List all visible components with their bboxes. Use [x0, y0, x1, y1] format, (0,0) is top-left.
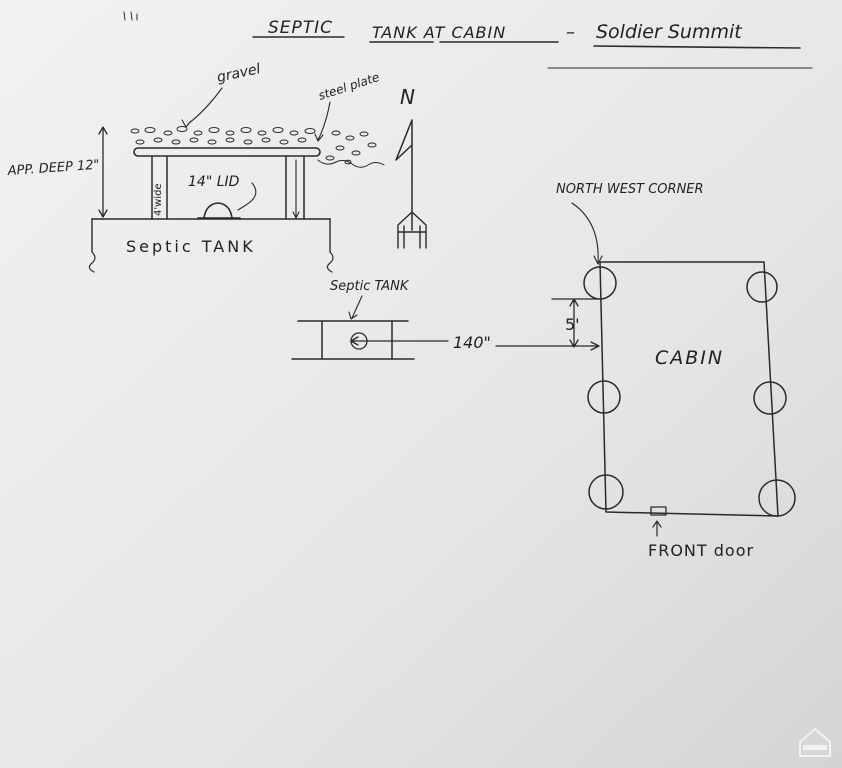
tank-sides: [91, 218, 331, 253]
pier-nw: [583, 266, 617, 300]
steel-plate-leader: [314, 101, 331, 142]
break-symbols: [88, 251, 334, 273]
gravel-leader: [181, 87, 223, 128]
corner-leader: [571, 202, 603, 265]
title-part-3: Soldier Summit: [596, 21, 743, 43]
pier-sw: [588, 474, 624, 510]
title-part-1: SEPTIC: [268, 18, 333, 38]
width-label: 4'wide: [153, 183, 164, 216]
north-label: N: [400, 85, 415, 109]
distance-label: 140": [453, 333, 491, 352]
front-door: [650, 506, 667, 516]
distance-arrow: [495, 341, 600, 351]
pier-w: [587, 380, 621, 414]
cabin-plan: NORTH WEST CORNER 5' CABIN FRONT door: [551, 182, 796, 560]
title-part-2: TANK AT CABIN: [372, 23, 506, 42]
corner-marks: [123, 11, 138, 21]
north-arrow-feather: [397, 211, 427, 249]
steel-plate: [133, 147, 321, 157]
title: SEPTIC TANK AT CABIN – Soldier Summit: [252, 18, 813, 69]
ground-line: [317, 159, 385, 168]
pier-e: [753, 381, 787, 415]
title-underline: [252, 36, 801, 49]
depth-arrow: [98, 126, 108, 218]
north-arrow: N: [395, 85, 427, 249]
title-dash: –: [566, 22, 575, 43]
front-door-label: FRONT door: [648, 541, 754, 560]
plan-septic-tank: Septic TANK 140": [291, 279, 600, 360]
plan-tank-rect: [291, 320, 415, 360]
pier-se: [758, 479, 796, 517]
tank-walls: [151, 156, 305, 220]
lid-handle: [197, 202, 241, 219]
gravel-pebbles: [130, 126, 377, 165]
depth-label: APP. DEEP 12": [6, 158, 100, 179]
plan-tank-leader: [348, 295, 363, 320]
offset-dimension: [551, 298, 599, 348]
wall-arrow: [292, 159, 300, 219]
utah-realestate-house-icon: [799, 727, 831, 757]
plan-tank-arrow: [350, 336, 449, 346]
corner-label: NORTH WEST CORNER: [556, 182, 704, 197]
cabin-label: CABIN: [655, 347, 724, 369]
front-door-arrow: [652, 520, 662, 537]
offset-label: 5': [565, 315, 580, 334]
lid-leader: [237, 182, 257, 211]
lid-label: 14" LID: [188, 174, 240, 190]
plan-tank-label: Septic TANK: [330, 279, 410, 294]
pier-ne: [746, 271, 778, 303]
tank-label: Septic TANK: [126, 237, 256, 256]
